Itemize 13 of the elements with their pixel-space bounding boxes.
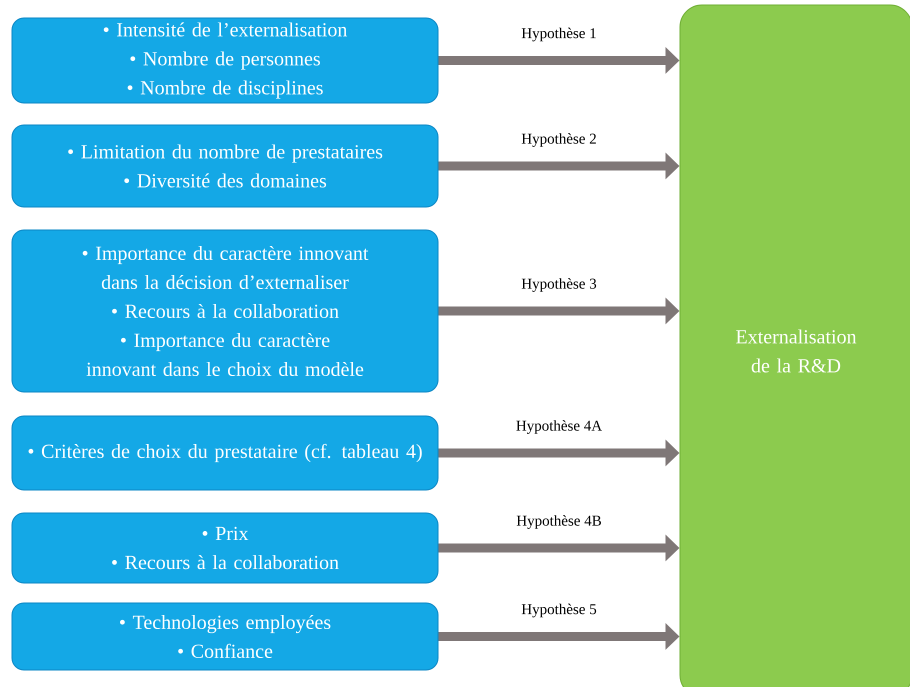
- target-box: Externalisation de la R&D: [680, 4, 910, 687]
- edge-label: Hypothèse 4B: [516, 515, 601, 529]
- factor-box: • Importance du caractère innovant dans la décision d’externaliser • Recours à la collaboration • Importance du caractère innovant dans le choix du modèle: [12, 230, 438, 392]
- factor-box: • Limitation du nombre de prestataires • Diversité des domaines: [12, 124, 438, 208]
- edge-label: Hypothèse 1: [522, 28, 596, 42]
- factor-box: • Technologies employées • Confiance: [12, 602, 438, 670]
- edge-label: Hypothèse 5: [522, 604, 596, 618]
- factor-box: • Intensité de l’externalisation • Nombre de personnes • Nombre de disciplines: [12, 18, 438, 104]
- edge-label: Hypothèse 4A: [516, 420, 602, 434]
- edge-label: Hypothèse 2: [522, 133, 596, 147]
- edge-label: Hypothèse 3: [522, 278, 596, 292]
- factor-box: • Prix • Recours à la collaboration: [12, 512, 438, 584]
- factor-box: • Critères de choix du prestataire (cf. tableau 4): [12, 416, 438, 490]
